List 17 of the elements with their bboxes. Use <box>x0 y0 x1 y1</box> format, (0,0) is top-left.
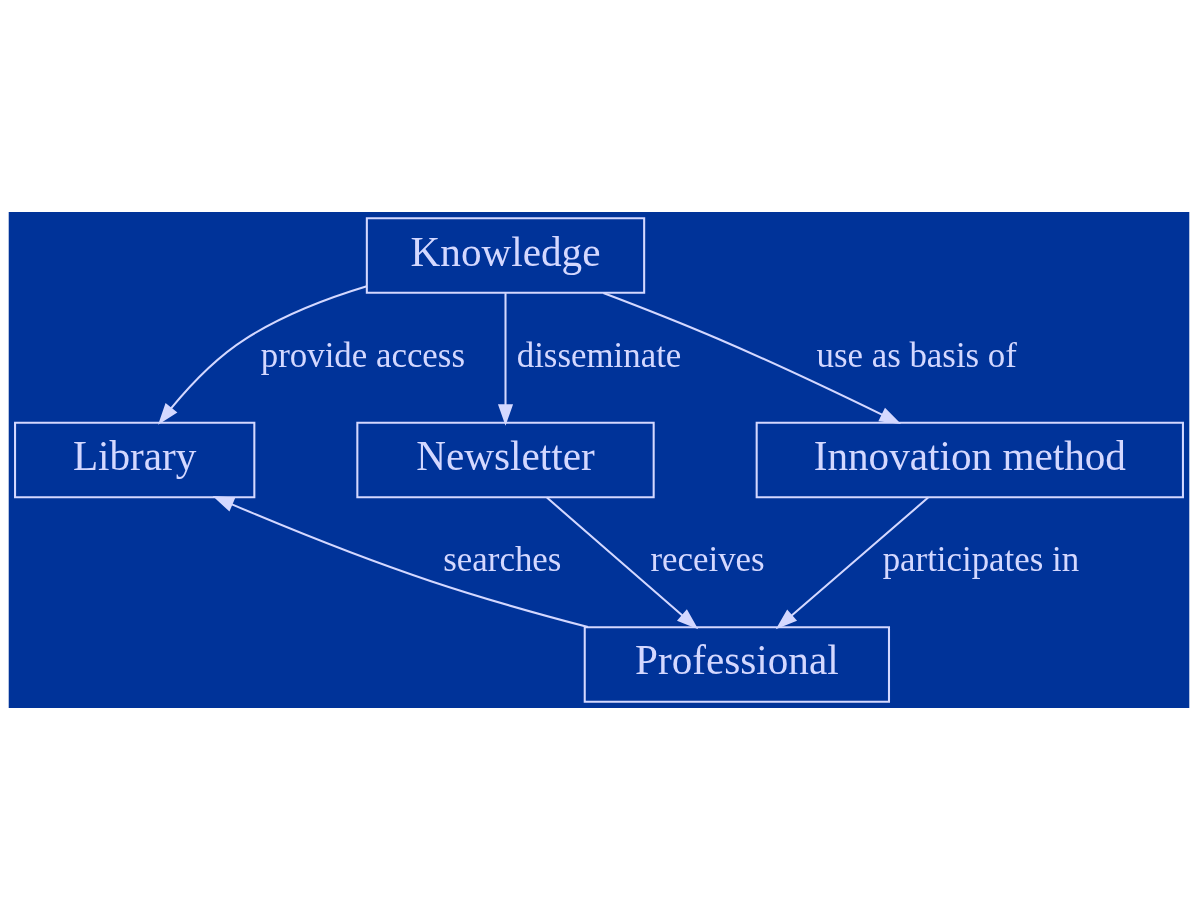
edge-label: searches <box>443 539 562 579</box>
node-box: Knowledge <box>365 216 646 294</box>
edge-label: disseminate <box>516 335 682 375</box>
node-box: Professional <box>583 625 890 703</box>
arrow <box>212 495 589 628</box>
edge-label: provide access <box>260 335 465 375</box>
arrow <box>158 284 368 425</box>
arrow <box>497 292 514 426</box>
edge-label: receives <box>650 539 765 579</box>
node-box: Newsletter <box>356 421 655 498</box>
arrow <box>775 496 929 629</box>
edge-label: participates in <box>882 539 1080 579</box>
arrow <box>603 291 902 424</box>
node-box: Innovation method <box>755 421 1184 498</box>
arrow <box>546 496 699 629</box>
node-box: Library <box>14 421 256 498</box>
edge-label: use as basis of <box>816 335 1017 375</box>
